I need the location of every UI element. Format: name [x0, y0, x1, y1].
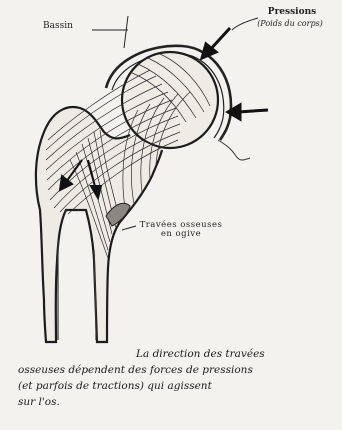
label-bassin: Bassin [43, 22, 73, 32]
bassin-leader [92, 16, 128, 48]
label-ogive: Travées osseuses en ogive [136, 221, 226, 240]
caption: La direction des travées osseuses dépend… [18, 346, 328, 410]
caption-line-2: osseuses dépendent des forces de pressio… [18, 362, 328, 378]
ogive-leader [122, 226, 136, 230]
caption-line-4: sur l'os. [18, 394, 328, 410]
caption-line-1: La direction des travées [18, 346, 328, 362]
label-ogive-line2: en ogive [136, 230, 226, 239]
label-pressions-note: (Poids du corps) [240, 20, 340, 29]
caption-line-3: (et parfois de tractions) qui agissent [18, 378, 328, 394]
label-pressions: Pressions [262, 8, 322, 18]
capsule-line [218, 140, 250, 160]
